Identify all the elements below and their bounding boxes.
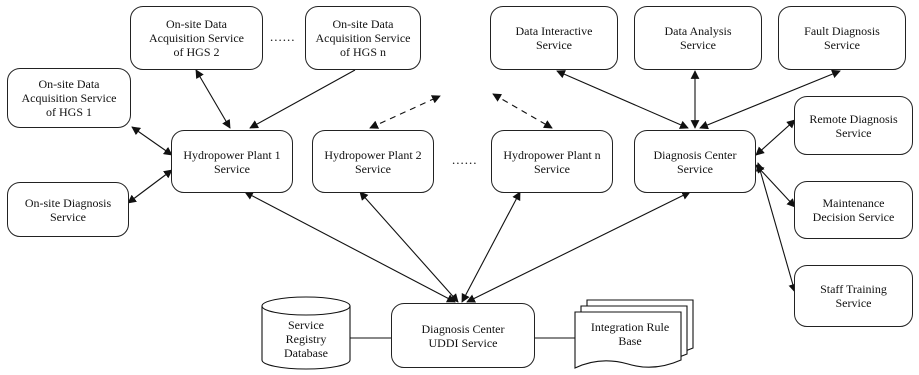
edge-center-remote	[755, 119, 796, 156]
node-plant1: Hydropower Plant 1 Service	[171, 130, 293, 193]
edge-plantn-uddi	[461, 191, 521, 303]
integration-rule-base-label: Integration Rule Base	[590, 320, 670, 348]
ellipsis-middle: ......	[452, 152, 478, 167]
node-acq-hgs1: On-site Data Acquisition Service of HGS …	[7, 68, 131, 128]
database-cylinder-icon	[261, 296, 351, 370]
edge-dashed-plant2	[369, 95, 441, 129]
document-stack-icon	[574, 299, 694, 369]
node-staff-training: Staff Training Service	[794, 265, 913, 327]
node-diagnosis-center: Diagnosis Center Service	[634, 130, 756, 193]
node-fault-diagnosis: Fault Diagnosis Service	[778, 6, 906, 70]
edge-plant2-uddi	[359, 191, 459, 303]
node-uddi-service: Diagnosis Center UDDI Service	[391, 303, 535, 368]
edge-acqn-plant1	[249, 69, 356, 129]
edge-acq1-plant1	[131, 126, 173, 156]
edge-center-uddi	[466, 191, 691, 303]
node-acq-hgsn: On-site Data Acquisition Service of HGS …	[305, 6, 421, 70]
node-acq-hgs2: On-site Data Acquisition Service of HGS …	[130, 6, 263, 70]
edge-plant1-uddi	[244, 191, 456, 303]
edge-datainteractive-center	[556, 70, 689, 129]
node-plantn: Hydropower Plant n Service	[491, 130, 613, 193]
node-onsite-diagnosis: On-site Diagnosis Service	[7, 182, 129, 237]
node-plant2: Hydropower Plant 2 Service	[312, 130, 434, 193]
edge-faultdiag-center	[699, 69, 841, 130]
node-remote-diagnosis: Remote Diagnosis Service	[794, 96, 913, 155]
edge-acq2-plant1	[195, 69, 231, 129]
edge-dashed-plantn	[492, 93, 553, 129]
edge-center-maintenance	[755, 164, 796, 208]
edge-onsitediag-plant1	[127, 169, 173, 204]
ellipsis-top: ......	[270, 29, 296, 44]
registry-database-label: Service Registry Database	[284, 318, 328, 360]
edge-center-staff	[755, 162, 798, 293]
node-data-analysis: Data Analysis Service	[634, 6, 762, 70]
node-data-interactive: Data Interactive Service	[490, 6, 618, 70]
node-maintenance-decision: Maintenance Decision Service	[794, 181, 913, 239]
